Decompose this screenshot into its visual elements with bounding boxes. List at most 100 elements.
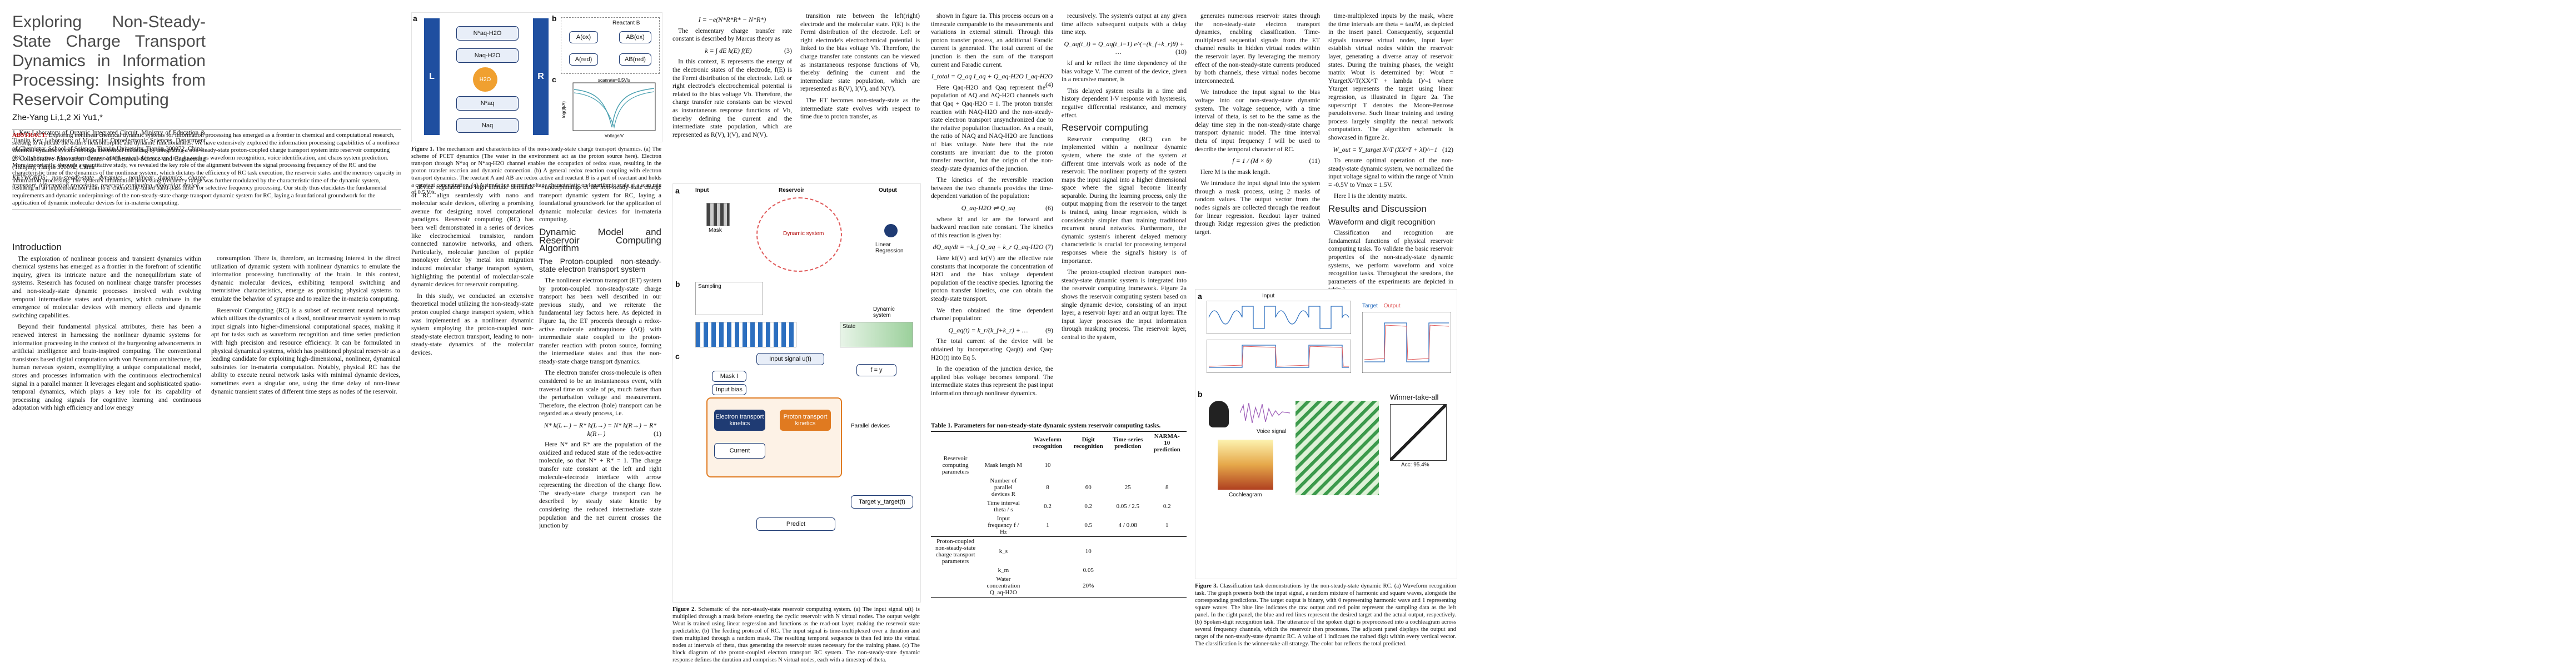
input-bias-label: Input bias (716, 386, 743, 393)
affiliation-2: 2. Collaborative Innovation Center of Ch… (12, 156, 206, 171)
ab-ox-box: AB(ox) (619, 31, 651, 43)
table-cell: 25 (1124, 484, 1131, 491)
abstract-text: Exploring nonlinear chemical dynamic sys… (12, 132, 401, 207)
table-row: Reservoir computing parameters Mask leng… (931, 454, 1187, 476)
mask-i-label: Mask I (720, 373, 739, 380)
table-cell: Reservoir computing parameters (941, 455, 969, 475)
state-panel: State (840, 322, 913, 347)
body-paragraph: Here M is the mask length. (1200, 168, 1270, 176)
intro-paragraph: The exploration of nonlinear process and… (12, 255, 201, 319)
reservoir-block: Electron transport kinetics Proton trans… (706, 397, 842, 477)
table-cell (1108, 566, 1147, 575)
body-paragraph: Reservoir Computing (RC) is a subset of … (211, 306, 400, 395)
voice-signal-label: Voice signal (1257, 429, 1287, 435)
mask-box (706, 203, 730, 226)
body-paragraph: In this context, E represents the energy… (672, 58, 792, 138)
table-row: Water concentration Q_aq-H2O 20% (931, 575, 1187, 598)
figure-1-caption-text: The mechanism and characteristics of the… (411, 146, 661, 196)
parameters-table: Waveform recognition Digit recognition T… (931, 431, 1187, 598)
figure-3-caption-label: Figure 3. (1195, 583, 1218, 589)
column-9: generates numerous reservoir states thro… (1195, 12, 1320, 290)
table-cell: 20% (1083, 583, 1094, 589)
speaker-icon (1209, 401, 1229, 427)
sampling-label: Sampling (698, 283, 721, 290)
electron-transport-label: Electron transport kinetics (715, 414, 764, 427)
body-paragraph: Here kf(V) and kr(V) are the effective r… (931, 255, 1053, 302)
output-node (884, 224, 898, 237)
electron-transport-box: Electron transport kinetics (714, 410, 765, 431)
body-paragraph: To ensure optimal operation of the non-s… (1328, 157, 1453, 188)
table-cell: 10 (1085, 548, 1092, 555)
body-paragraph: underpinnings of the non-steady-state ch… (539, 183, 661, 223)
body-paragraph: We introduce the input signal into the s… (1195, 180, 1320, 236)
table-row: Time interval theta / s 0.2 0.2 0.05 / 2… (931, 499, 1187, 514)
authors: Zhe-Yang Li,1,2 Xi Yu1,* (12, 113, 103, 122)
water-label: H2O (479, 76, 491, 83)
sampling-panel: Sampling (695, 282, 763, 315)
table-cell: 0.2 (1084, 503, 1093, 510)
body-paragraph: Here N* and R* are the population of the… (539, 441, 661, 530)
figure-2-caption-text: Schematic of the non-steady-state reserv… (672, 606, 920, 663)
iv-curve-plot: scanrate=0.5V/s Voltage/V log(|I|/A) (561, 78, 656, 138)
fig2-output-header: Output (879, 187, 897, 193)
body-paragraph: In the operation of the junction device,… (931, 365, 1053, 397)
electrode-label-l: L (429, 72, 435, 81)
abstract-label: ABSTRACT: (12, 132, 47, 138)
table-cell: 0.5 (1084, 522, 1093, 529)
current-label: Current (729, 447, 750, 454)
panel-label-a: a (675, 186, 680, 195)
figure-3: a Input Target Output b Voice signal Coc… (1195, 289, 1457, 579)
dynamic-system-panel: Dynamic system (873, 282, 912, 318)
table-cell: 10 (1044, 462, 1051, 469)
proton-subheading: The Proton-coupled non-steady-state elec… (539, 256, 661, 274)
table-header (931, 432, 980, 455)
waveform-legend: Target Output (1362, 303, 1401, 309)
table-cell (1147, 566, 1187, 575)
panel-label-c: c (552, 75, 556, 84)
figure-3-caption: Figure 3. Classification task demonstrat… (1195, 583, 1456, 648)
state-box-2: Naq-H2O (456, 48, 519, 63)
column-3: device regulated and high attitude deman… (411, 183, 534, 656)
linear-regression-label: Linear Regression (875, 242, 904, 254)
table-cell (1147, 537, 1187, 566)
body-paragraph: transition rate between the left(right) … (800, 12, 920, 93)
input-signal-label: Input signal u(t) (769, 356, 811, 362)
keywords: KEYWORDS: non-steady-state dynamics, non… (12, 174, 206, 190)
body-paragraph: shown in figure 1a. This process occurs … (931, 12, 1053, 68)
state-box-3: N*aq (456, 96, 519, 111)
a-ox-box: A(ox) (569, 31, 598, 43)
proton-transport-box: Proton transport kinetics (780, 410, 831, 431)
legend-target: Target (1362, 303, 1378, 309)
table-cell (931, 566, 980, 575)
dynamic-system-label: Dynamic system (783, 231, 824, 237)
table-1: Table 1. Parameters for non-steady-state… (931, 422, 1187, 598)
table-cell (1108, 575, 1147, 598)
input-signal-box: Input signal u(t) (756, 353, 824, 365)
column-7: shown in figure 1a. This process occurs … (931, 12, 1053, 657)
rc-subheading: Reservoir computing (1062, 122, 1148, 133)
predict-box: Predict (756, 517, 835, 531)
column-4: underpinnings of the non-steady-state ch… (539, 183, 661, 656)
table-cell (1027, 575, 1069, 598)
panel-label-a: a (413, 14, 417, 23)
figure-2: a Input Reservoir Output Mask Dynamic sy… (672, 183, 921, 603)
waveform-subheading: Waveform and digit recognition (1328, 217, 1436, 226)
parallel-devices-label: Parallel devices (851, 423, 890, 429)
body-paragraph: We introduce the input signal to the bia… (1195, 88, 1320, 153)
ab-red-label: AB(red) (625, 56, 646, 63)
table-cell (931, 514, 980, 537)
equation-marcus: I = −e(N*R*R* − N*R*) (698, 16, 766, 23)
waveform-input-plot (1207, 301, 1351, 334)
fig2-input-header: Input (695, 187, 709, 193)
scan-rate-label: scanrate=0.5V/s (598, 78, 630, 83)
equation-1: N* k(L←) − R* k(L→) = N* k(R→) − R* k(R←… (544, 421, 661, 437)
table-1-caption: Table 1. Parameters for non-steady-state… (931, 422, 1161, 429)
table-cell (1068, 454, 1108, 476)
table-header-row: Waveform recognition Digit recognition T… (931, 431, 1187, 455)
dynamic-system-b-label: Dynamic system (873, 306, 895, 318)
equation-4: I_total = Q_aq I_aq + Q_aq-H2O I_aq-H2O … (931, 72, 1053, 88)
table-cell (1108, 537, 1147, 566)
table-row: Proton-coupled non-steady-state charge t… (931, 536, 1187, 566)
table-cell: Time interval theta / s (986, 500, 1020, 513)
table-cell (1147, 454, 1187, 476)
